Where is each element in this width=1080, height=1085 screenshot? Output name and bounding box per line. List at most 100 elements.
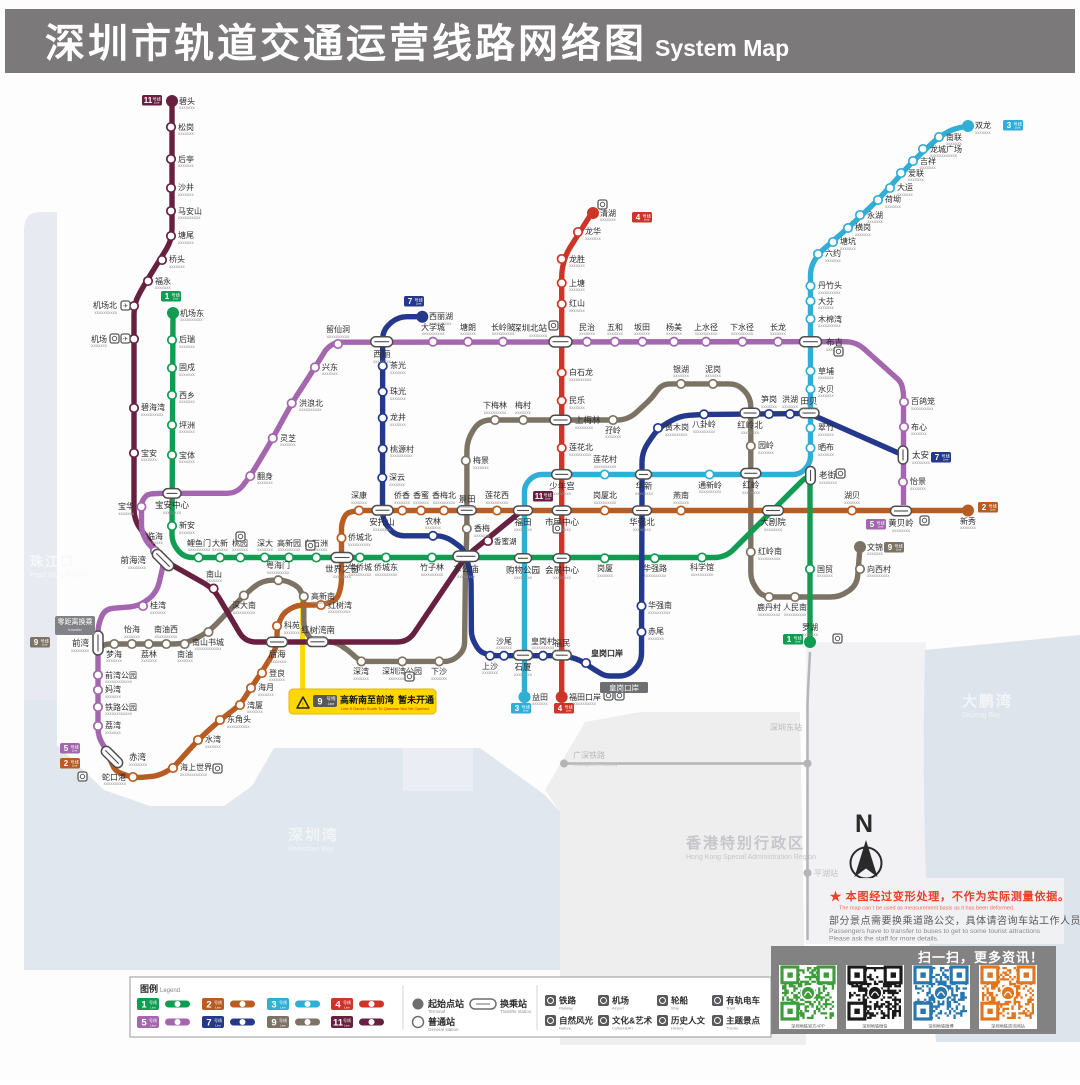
svg-text:xxxxxxxx: xxxxxxxx xyxy=(514,527,533,532)
svg-text:有轨电车: 有轨电车 xyxy=(726,996,761,1006)
svg-text:xxxxxxxxxx: xxxxxxxxxx xyxy=(867,573,890,578)
svg-text:上水径: 上水径 xyxy=(694,322,718,332)
svg-text:xxxxxxxxxx: xxxxxxxxxx xyxy=(594,500,617,505)
svg-text:莲花西: 莲花西 xyxy=(485,490,509,500)
svg-text:xxxxxxx: xxxxxxx xyxy=(946,141,963,146)
svg-text:东角头: 东角头 xyxy=(227,714,251,724)
svg-text:会展中心: 会展中心 xyxy=(545,565,580,575)
svg-text:香蜜: 香蜜 xyxy=(413,490,429,500)
svg-text:xxxxxxxxxx: xxxxxxxxxx xyxy=(699,489,722,494)
svg-text:1: 1 xyxy=(787,635,792,644)
svg-text:4: 4 xyxy=(558,704,563,713)
svg-text:Dapeng Bay: Dapeng Bay xyxy=(962,712,1001,719)
svg-text:Line: Line xyxy=(150,1006,156,1010)
svg-text:深圳市轨道交通运营线路网络图: 深圳市轨道交通运营线路网络图 xyxy=(45,21,647,66)
svg-text:Line: Line xyxy=(990,507,996,511)
svg-text:xxxxxxx: xxxxxxx xyxy=(496,645,513,650)
svg-text:xxxxxxx: xxxxxxx xyxy=(960,525,977,530)
svg-text:11: 11 xyxy=(333,1018,344,1029)
svg-text:xxxxxxx: xxxxxxx xyxy=(585,236,602,241)
svg-text:福永: 福永 xyxy=(155,276,171,286)
svg-text:xxxxxxx: xxxxxxx xyxy=(975,130,992,135)
svg-text:下梅林: 下梅林 xyxy=(483,400,507,410)
svg-text:塘坑: 塘坑 xyxy=(840,236,856,246)
svg-text:9: 9 xyxy=(888,543,893,552)
svg-text:Line: Line xyxy=(154,100,160,104)
svg-text:Line: Line xyxy=(644,217,650,221)
svg-text:荔湾: 荔湾 xyxy=(105,720,121,730)
svg-text:文化&艺术: 文化&艺术 xyxy=(612,1016,653,1026)
svg-text:xxxxxxxxxx: xxxxxxxxxx xyxy=(731,331,754,336)
svg-text:梅景: 梅景 xyxy=(473,455,489,465)
svg-text:下水径: 下水径 xyxy=(730,322,754,332)
svg-text:长龙: 长龙 xyxy=(770,322,786,332)
svg-text:xxxxxxxx: xxxxxxxx xyxy=(633,527,652,532)
svg-text:科学馆: 科学馆 xyxy=(690,562,714,572)
svg-text:沙尾: 沙尾 xyxy=(496,637,512,646)
svg-text:福田口岸: 福田口岸 xyxy=(569,693,601,702)
svg-text:洪浪北: 洪浪北 xyxy=(299,398,323,408)
svg-text:xxxxxxxx: xxxxxxxx xyxy=(309,635,328,640)
svg-text:珠江口: 珠江口 xyxy=(30,554,75,569)
svg-text:Terminal: Terminal xyxy=(428,1009,445,1014)
svg-text:桃源村: 桃源村 xyxy=(390,444,414,454)
svg-text:xxxxxxxx: xxxxxxxx xyxy=(333,574,352,579)
svg-text:Please ask the staff for more: Please ask the staff for more details. xyxy=(829,936,939,943)
svg-text:红岭: 红岭 xyxy=(742,480,760,490)
svg-text:粤海门: 粤海门 xyxy=(266,560,290,570)
svg-text:号线: 号线 xyxy=(70,758,79,765)
svg-text:木棉湾: 木棉湾 xyxy=(818,314,842,324)
svg-text:xxxxxxxxxx: xxxxxxxxxx xyxy=(492,331,515,336)
svg-text:号线: 号线 xyxy=(214,1017,222,1023)
svg-text:下沙: 下沙 xyxy=(431,667,447,676)
svg-text:xxxxxxxxxx: xxxxxxxxxx xyxy=(233,610,256,615)
svg-text:xxxxxxx: xxxxxxx xyxy=(818,393,835,398)
svg-text:号线: 号线 xyxy=(876,519,885,526)
svg-text:xxxxxxx: xxxxxxx xyxy=(666,331,683,336)
svg-text:景田: 景田 xyxy=(458,494,475,504)
svg-text:长岭陂: 长岭陂 xyxy=(491,322,515,332)
svg-text:5: 5 xyxy=(64,744,69,753)
svg-text:2: 2 xyxy=(982,503,987,512)
svg-text:xxxxxxx: xxxxxxx xyxy=(280,442,297,447)
svg-text:✈: ✈ xyxy=(123,336,129,343)
svg-text:11: 11 xyxy=(535,492,544,501)
svg-text:泥岗: 泥岗 xyxy=(705,365,721,374)
svg-text:xxxxxxxxxx: xxxxxxxxxx xyxy=(422,331,445,336)
svg-text:上梅林: 上梅林 xyxy=(575,415,601,425)
svg-text:xxxxxxx: xxxxxxx xyxy=(257,547,274,552)
svg-text:福田: 福田 xyxy=(514,517,531,527)
svg-text:xxxxxxxxxx: xxxxxxxxxx xyxy=(421,572,444,577)
svg-text:xxxxxxxxxx: xxxxxxxxxx xyxy=(644,573,667,578)
svg-text:3: 3 xyxy=(515,704,520,713)
svg-text:蛇口港: 蛇口港 xyxy=(102,772,126,782)
svg-text:xxxxxxx: xxxxxxx xyxy=(390,396,407,401)
svg-text:xxxxxxx: xxxxxxx xyxy=(212,547,229,552)
svg-text:后海: 后海 xyxy=(268,649,286,659)
svg-text:Line: Line xyxy=(72,748,78,752)
svg-text:南山: 南山 xyxy=(206,569,222,579)
svg-text:机场东: 机场东 xyxy=(180,308,204,318)
svg-text:号线: 号线 xyxy=(521,703,530,710)
svg-text:9: 9 xyxy=(34,638,39,647)
svg-text:人民南: 人民南 xyxy=(783,602,807,612)
svg-text:深圳东站: 深圳东站 xyxy=(770,722,802,732)
svg-text:号线: 号线 xyxy=(564,703,573,710)
svg-text:xxxxxxx: xxxxxxx xyxy=(600,217,617,222)
svg-text:xxxxxxx: xxxxxxx xyxy=(155,285,172,290)
svg-text:号线: 号线 xyxy=(941,452,950,459)
svg-text:xxxxxxx: xxxxxxx xyxy=(818,452,835,457)
svg-text:丹竹头: 丹竹头 xyxy=(818,280,842,290)
svg-text:红岭北: 红岭北 xyxy=(737,420,763,430)
svg-text:爱联: 爱联 xyxy=(908,169,924,178)
svg-text:大芬: 大芬 xyxy=(818,296,834,306)
svg-text:4: 4 xyxy=(335,1000,341,1011)
svg-text:xxxxxxxxxx: xxxxxxxxxx xyxy=(594,464,617,469)
svg-text:高新园: 高新园 xyxy=(277,538,301,548)
svg-text:xxxxxxx: xxxxxxx xyxy=(782,404,799,409)
svg-text:1: 1 xyxy=(141,1000,147,1011)
svg-text:xxxxxxxx: xxxxxxxx xyxy=(373,527,392,532)
svg-text:xxxxxxx: xxxxxxx xyxy=(474,533,491,538)
svg-text:4: 4 xyxy=(636,213,641,222)
svg-text:9: 9 xyxy=(317,697,322,707)
